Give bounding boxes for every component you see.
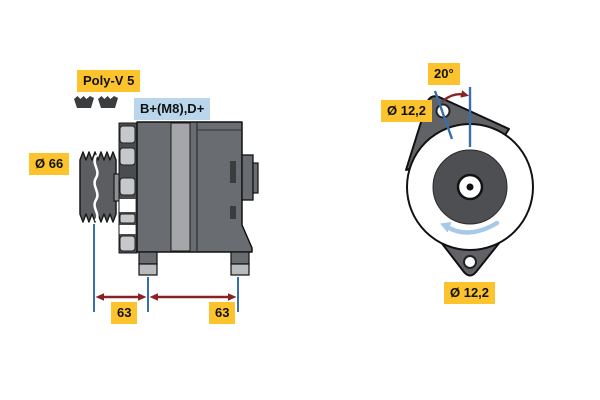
pulley-diameter-label: Ø 66 bbox=[29, 153, 70, 175]
angle-arrow bbox=[440, 90, 469, 104]
housing-slot-upper bbox=[230, 161, 236, 183]
bottom-hole-diameter-label: Ø 12,2 bbox=[444, 282, 496, 304]
angle-reference-lines bbox=[433, 87, 472, 147]
cooling-fins bbox=[119, 125, 136, 252]
dimension-arrow-rear bbox=[149, 293, 237, 301]
terminal-label: B+(M8),D+ bbox=[134, 98, 211, 120]
poly-v-belt-cross-section-icon bbox=[74, 96, 118, 108]
alternator-body bbox=[136, 121, 253, 253]
shaft-center-dot bbox=[466, 183, 474, 191]
belt-profile-icons bbox=[74, 96, 118, 108]
side-view bbox=[79, 121, 259, 312]
top-hole-diameter-label: Ø 12,2 bbox=[381, 100, 433, 122]
ear-hole-bottom bbox=[463, 255, 477, 269]
belt-type-label: Poly-V 5 bbox=[77, 70, 141, 92]
terminal-block bbox=[241, 154, 254, 201]
pulley-side bbox=[79, 151, 117, 223]
mounting-feet bbox=[138, 251, 250, 276]
pulley-break-line bbox=[93, 154, 99, 222]
dimension-rear-label: 63 bbox=[209, 302, 236, 324]
stator-band bbox=[170, 122, 191, 252]
extension-lines bbox=[93, 224, 239, 312]
dimension-arrow-front bbox=[95, 293, 147, 301]
angle-label: 20° bbox=[428, 63, 460, 85]
housing-slot-lower bbox=[230, 206, 236, 219]
dimension-front-label: 63 bbox=[111, 302, 138, 324]
terminal-step bbox=[252, 162, 259, 194]
rotation-arrow bbox=[440, 220, 500, 235]
